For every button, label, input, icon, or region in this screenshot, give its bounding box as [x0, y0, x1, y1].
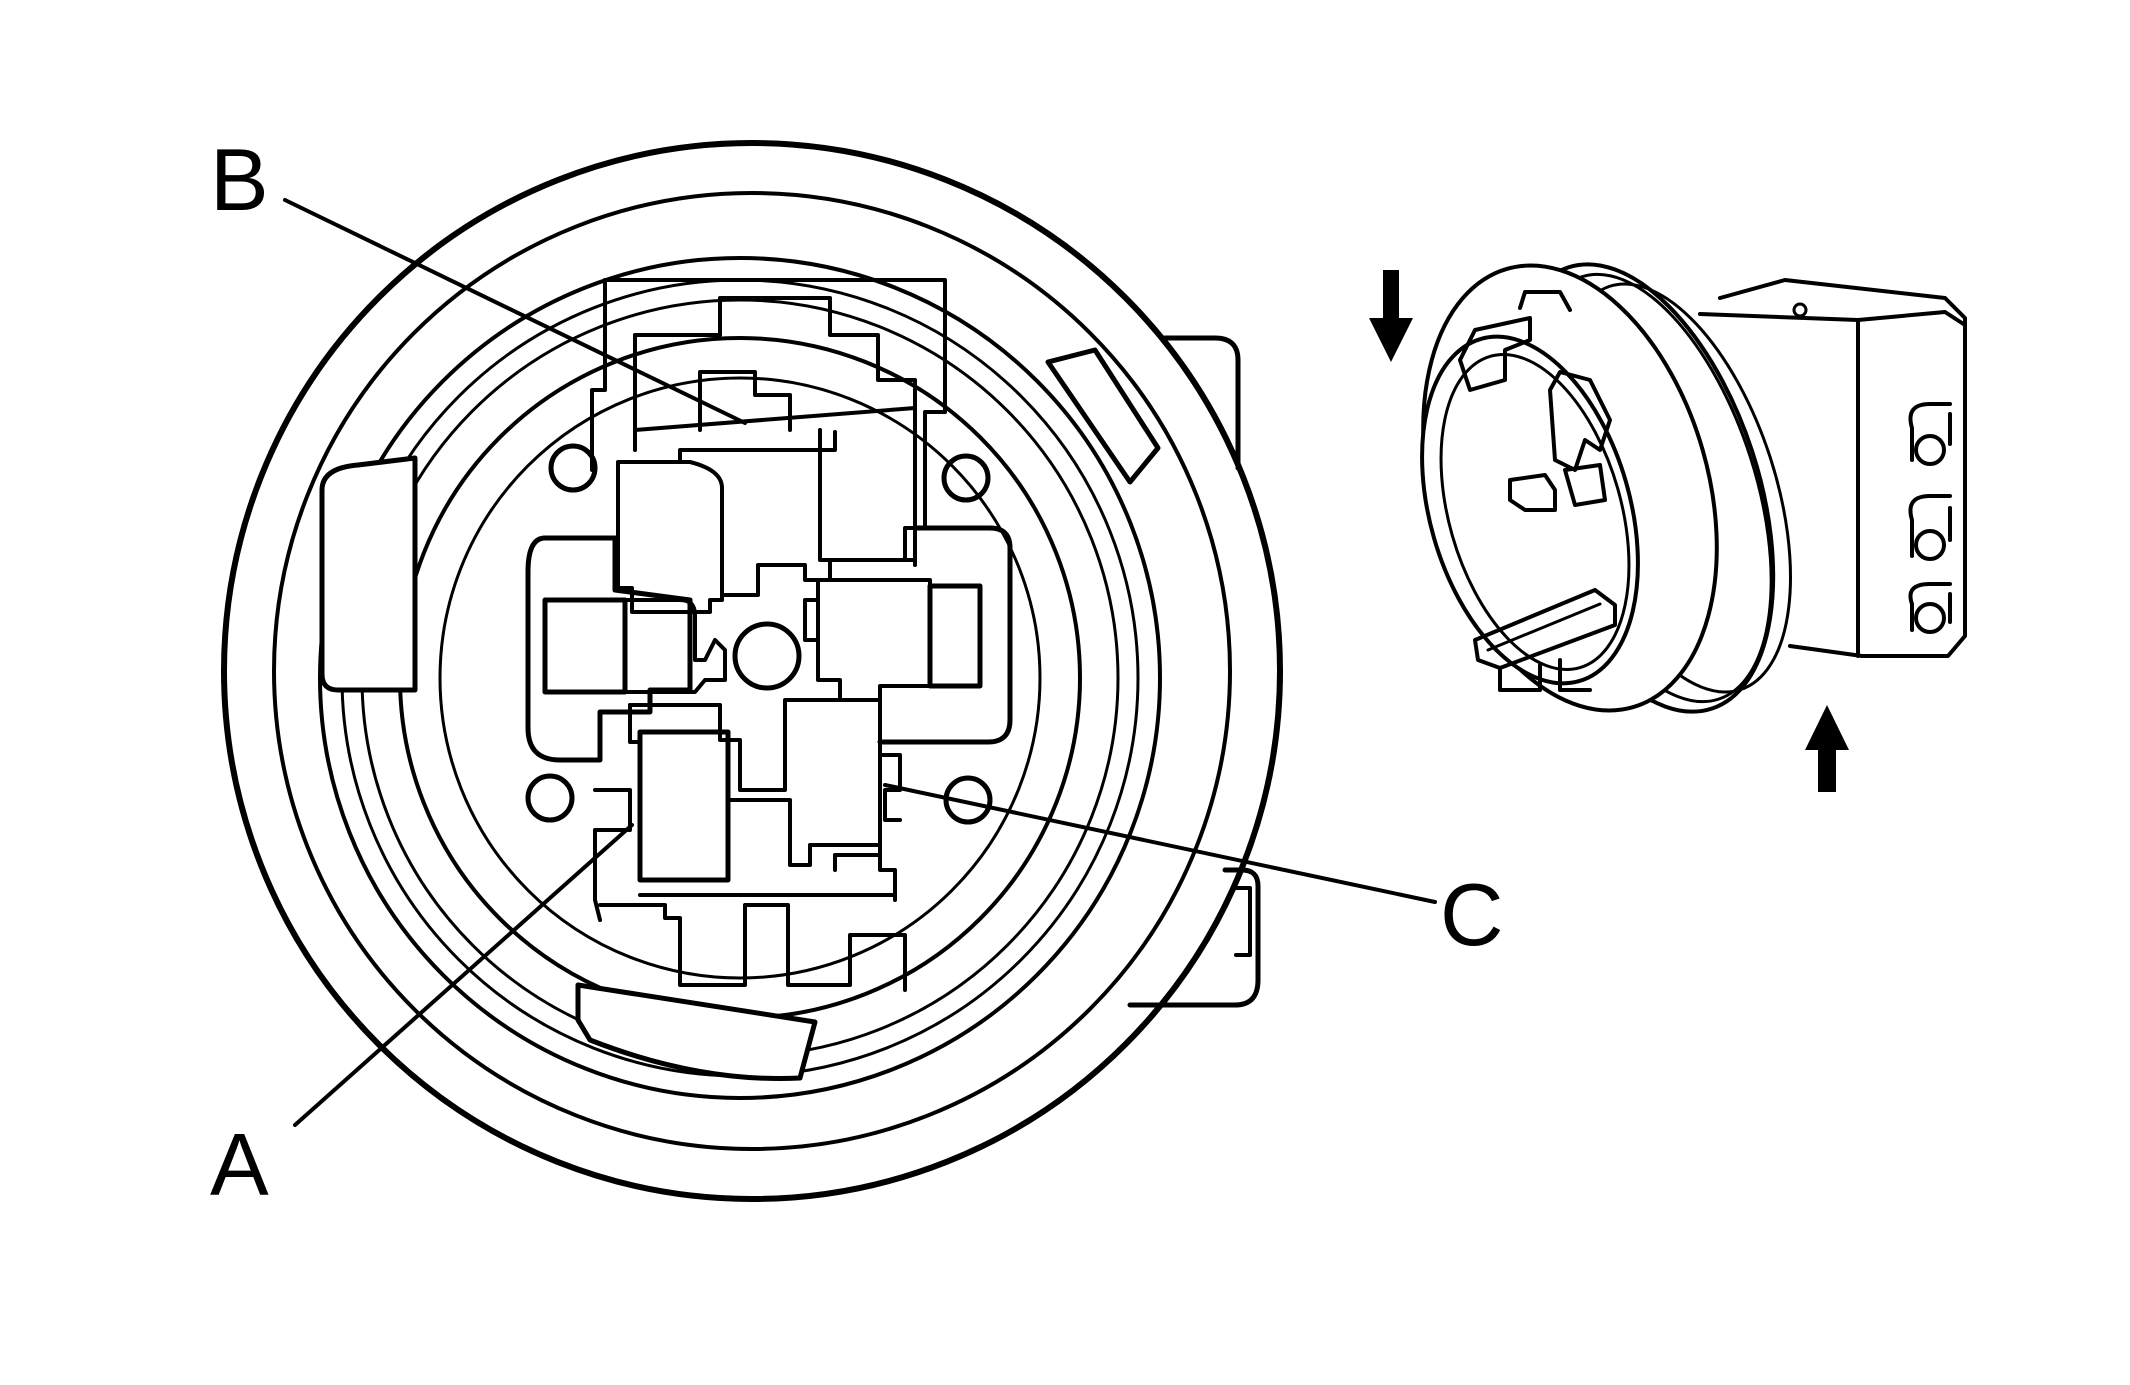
housing-inner-ring: [272, 191, 1232, 1151]
lower-right-step: [878, 753, 902, 822]
connector-body-bottom: [1788, 644, 1864, 658]
terminal-pin-3: [1908, 582, 1952, 632]
right-contact-tab: [803, 598, 820, 642]
upper-right-retaining-tab: [1045, 347, 1161, 485]
bottom-key-tab: [575, 982, 818, 1081]
housing-right-ear-lower: [1127, 867, 1261, 1008]
inner-contact-upper: [1458, 316, 1532, 392]
center-plate: [525, 535, 693, 763]
lower-contact-block: [637, 729, 731, 883]
connector-body-top-edge: [1698, 312, 1860, 322]
callout-label-a: A: [210, 1115, 269, 1214]
upper-terminal-step: [698, 370, 792, 432]
mounting-hole-lower-left: [525, 773, 575, 823]
arrow-down-icon: [1369, 270, 1413, 362]
connector-body-front: [1856, 310, 1967, 658]
upper-terminal-housing: [603, 278, 947, 562]
housing-right-ear-tab: [1234, 886, 1252, 957]
inner-contact-right: [1548, 370, 1612, 472]
leader-line-c: [883, 783, 1437, 904]
seal-ring-5: [438, 376, 1042, 980]
seal-ring-2: [340, 278, 1140, 1078]
mounting-hole-upper-left: [548, 443, 598, 493]
right-contact-frame: [816, 578, 932, 702]
right-contact-window: [927, 583, 983, 689]
mounting-hole-upper-right: [941, 453, 991, 503]
lower-terminal-left-wall: [593, 788, 632, 922]
terminal-pin-1-head: [1914, 434, 1946, 466]
socket-bayonet-slot: [1518, 290, 1572, 312]
upper-contact-inner: [678, 430, 837, 464]
callout-label-c: C: [1440, 865, 1504, 964]
inner-contact-lower: [1473, 588, 1617, 670]
center-post: [732, 621, 802, 691]
housing-right-ear-upper: [1162, 335, 1241, 471]
connector-top-hole: [1792, 302, 1808, 318]
center-plate-right: [877, 525, 1013, 745]
seal-ring-3: [360, 298, 1120, 1058]
leader-line-a: [293, 823, 634, 1127]
seal-ring-1: [318, 256, 1162, 1100]
inner-contact-lower-channel: [1486, 602, 1602, 652]
upper-contact-block: [616, 460, 724, 614]
arrow-up-icon: [1805, 705, 1849, 792]
lower-contact-step: [628, 703, 642, 744]
socket-opening-inner: [1439, 352, 1631, 672]
terminal-pin-2-head: [1914, 529, 1946, 561]
lower-terminal-housing: [628, 698, 882, 872]
upper-terminal-stack: [633, 296, 917, 567]
lower-terminal-foot: [598, 903, 907, 992]
terminal-pin-3-head: [1914, 602, 1946, 634]
left-contact-latch: [623, 598, 727, 694]
center-web-top: [720, 558, 917, 597]
left-contact-window: [542, 597, 628, 695]
inner-contact-center: [1508, 473, 1557, 512]
lower-terminal-body: [726, 798, 897, 902]
left-retaining-tab: [319, 455, 418, 693]
inner-contact-tab: [1563, 463, 1607, 507]
inner-contact-lower-rail: [1498, 658, 1592, 692]
socket-front-view: [221, 140, 1283, 1202]
housing-outer-ring: [221, 140, 1283, 1202]
terminal-pin-1: [1908, 402, 1952, 462]
leader-line-b: [283, 198, 747, 425]
terminal-pin-2: [1908, 494, 1952, 558]
upper-terminal-body: [633, 406, 917, 562]
callout-label-b: B: [210, 130, 269, 229]
upper-terminal-housing-left: [590, 278, 607, 472]
socket-side-view: [1420, 262, 1967, 714]
